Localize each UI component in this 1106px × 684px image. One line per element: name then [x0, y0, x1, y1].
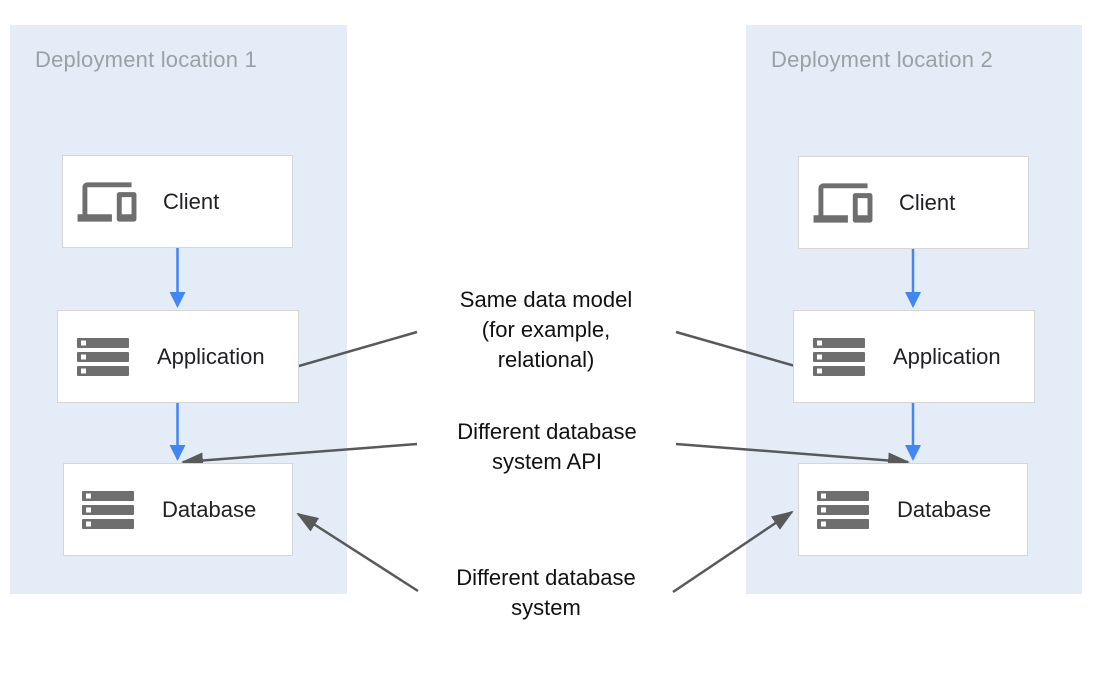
client-box-2: Client: [798, 156, 1029, 249]
database-box-1: Database: [63, 463, 293, 556]
devices-icon: [813, 176, 873, 230]
database-box-2: Database: [798, 463, 1028, 556]
deployment-location-2-title: Deployment location 2: [771, 47, 993, 72]
database-box-1-label: Database: [162, 496, 257, 522]
application-box-1-label: Application: [157, 343, 265, 369]
server-stack-icon: [77, 337, 129, 376]
server-stack-icon: [813, 337, 865, 376]
application-box-2: Application: [793, 310, 1035, 403]
deployment-location-1-title: Deployment location 1: [35, 47, 257, 72]
server-stack-icon: [82, 490, 134, 529]
client-box-2-label: Client: [899, 189, 956, 215]
server-stack-icon: [817, 490, 869, 529]
database-box-2-label: Database: [897, 496, 992, 522]
client-box-1: Client: [62, 155, 293, 248]
application-box-2-label: Application: [893, 343, 1001, 369]
annotation-same-data-model: Same data model (for example, relational…: [459, 287, 633, 372]
annotation-different-database-system-api: Different database system API: [457, 419, 637, 474]
client-box-1-label: Client: [163, 188, 220, 214]
application-box-1: Application: [57, 310, 299, 403]
annotation-different-database-system: Different database system: [456, 565, 636, 620]
devices-icon: [77, 175, 137, 229]
